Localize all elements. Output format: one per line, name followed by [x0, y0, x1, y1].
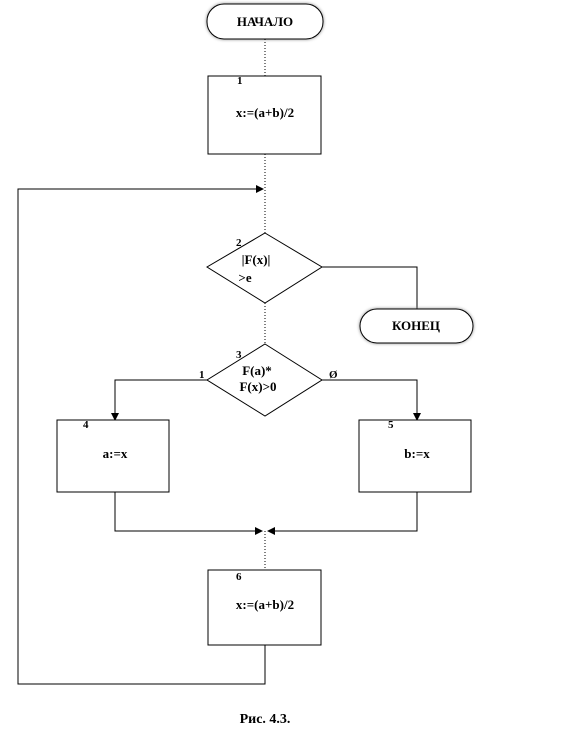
- connector-5-to-merge: [267, 492, 418, 535]
- start-terminal: НАЧАЛО: [206, 3, 324, 40]
- loop-back-line: [17, 185, 266, 685]
- process-block-1: 1 x:=(a+b)/2: [207, 75, 322, 155]
- block-6-text: x:=(a+b)/2: [236, 597, 294, 612]
- end-label: КОНЕЦ: [392, 318, 440, 333]
- block-4-number: 4: [83, 419, 89, 431]
- block-3-yes-label: 1: [199, 369, 205, 381]
- block-1-text: x:=(a+b)/2: [236, 105, 294, 120]
- decision-block-2: 2 |F(x)| >e: [206, 232, 323, 304]
- connector-2-to-end: [322, 266, 418, 309]
- figure-caption: Рис. 4.3.: [240, 712, 291, 727]
- block-6-number: 6: [236, 571, 242, 583]
- block-3-no-label: Ø: [329, 369, 338, 381]
- process-block-6: 6 x:=(a+b)/2: [207, 569, 322, 646]
- start-label: НАЧАЛО: [237, 14, 293, 29]
- decision-block-3: 3 F(a)* F(x)>0 1 Ø: [199, 343, 338, 417]
- block-3-number: 3: [236, 349, 242, 361]
- block-1-number: 1: [237, 75, 243, 87]
- connector-3-to-4: [111, 379, 207, 421]
- process-block-4: 4 a:=x: [56, 419, 170, 493]
- block-5-number: 5: [388, 419, 394, 431]
- block-2-line1: |F(x)|: [242, 252, 271, 267]
- block-3-line2: F(x)>0: [239, 379, 276, 394]
- connector-3-to-5: [322, 379, 421, 421]
- block-5-text: b:=x: [404, 446, 430, 461]
- block-3-line1: F(a)*: [242, 363, 272, 378]
- block-4-text: a:=x: [103, 446, 128, 461]
- end-terminal: КОНЕЦ: [359, 308, 474, 344]
- process-block-5: 5 b:=x: [358, 419, 472, 493]
- block-2-number: 2: [236, 237, 242, 249]
- connector-4-to-merge: [114, 492, 263, 535]
- block-2-line2: >e: [238, 270, 251, 285]
